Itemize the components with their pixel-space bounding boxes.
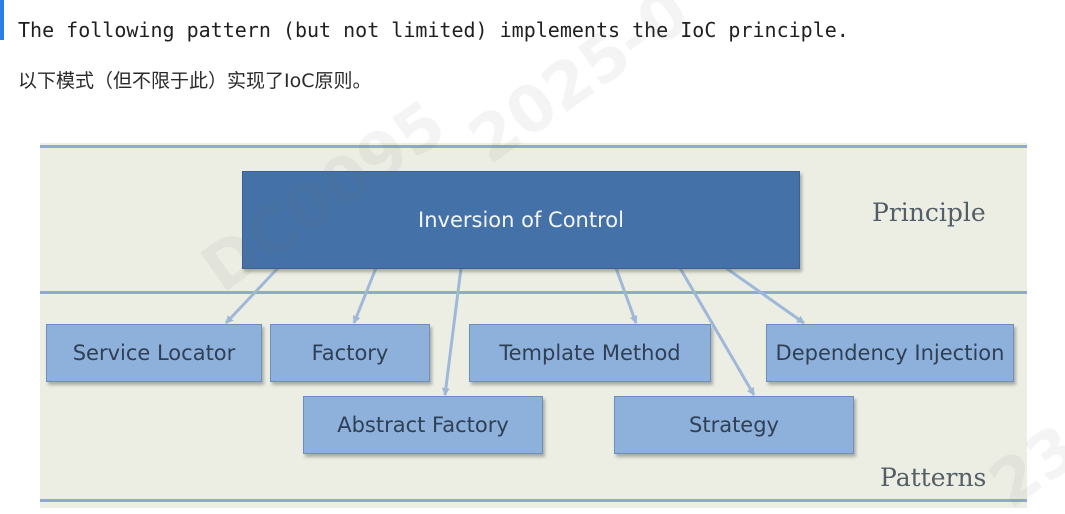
- arrow-to-template-method: [614, 267, 638, 324]
- top-divider: [40, 145, 1027, 148]
- factory-box: Factory: [270, 324, 430, 382]
- patterns-label: Patterns: [880, 463, 987, 492]
- principle-label: Principle: [872, 198, 986, 227]
- dependency-injection-box: Dependency Injection: [766, 324, 1014, 382]
- abstract-factory-box: Abstract Factory: [303, 396, 543, 454]
- intro-english: The following pattern (but not limited) …: [18, 18, 849, 42]
- template-method-box: Template Method: [469, 324, 711, 382]
- arrow-to-factory: [352, 267, 378, 324]
- arrow-to-dependency-injection: [725, 266, 805, 325]
- inversion-of-control-box: Inversion of Control: [242, 171, 800, 269]
- service-locator-box: Service Locator: [46, 324, 262, 382]
- arrow-to-abstract-factory: [441, 267, 463, 396]
- middle-divider: [40, 291, 1027, 294]
- left-accent-bar: [0, 0, 4, 40]
- bottom-divider: [40, 499, 1027, 502]
- strategy-box: Strategy: [614, 396, 854, 454]
- arrow-to-strategy: [678, 267, 756, 396]
- arrow-to-service-locator: [224, 266, 280, 325]
- intro-chinese: 以下模式（但不限于此）实现了IoC原则。: [18, 70, 372, 92]
- ioc-diagram: Inversion of Control Principle Patterns …: [40, 143, 1027, 508]
- arrow-connectors: [224, 266, 805, 396]
